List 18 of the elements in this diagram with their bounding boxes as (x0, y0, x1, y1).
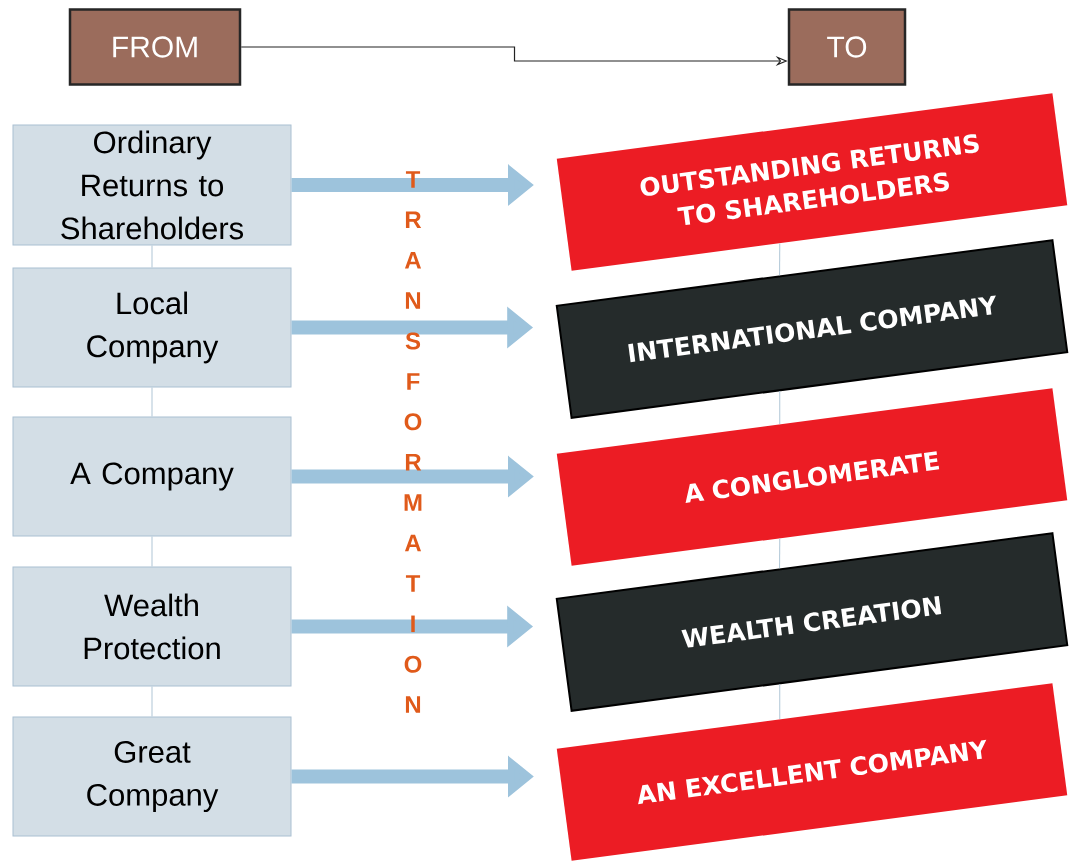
connector-line (779, 683, 781, 720)
connector-line (151, 536, 153, 567)
connector-line (779, 390, 781, 425)
connector-line (779, 537, 781, 569)
vertical-word: TRANSFORMATION (404, 171, 422, 713)
slanted-band: AN EXCELLENT COMPANY (556, 683, 1068, 861)
connector-line (151, 245, 153, 268)
connector-line (779, 242, 781, 276)
header-box: TO (787, 8, 907, 86)
header-box: FROM (68, 8, 242, 86)
slanted-band: WEALTH CREATION (555, 532, 1069, 712)
from-box: Local Company (12, 267, 292, 388)
connector-line (151, 686, 153, 717)
from-box: Ordinary Returns to Shareholders (12, 124, 292, 246)
from-box: Wealth Protection (12, 566, 292, 687)
from-box: A Company (12, 416, 292, 537)
connector-line (151, 387, 153, 417)
from-box: Great Company (12, 716, 292, 837)
